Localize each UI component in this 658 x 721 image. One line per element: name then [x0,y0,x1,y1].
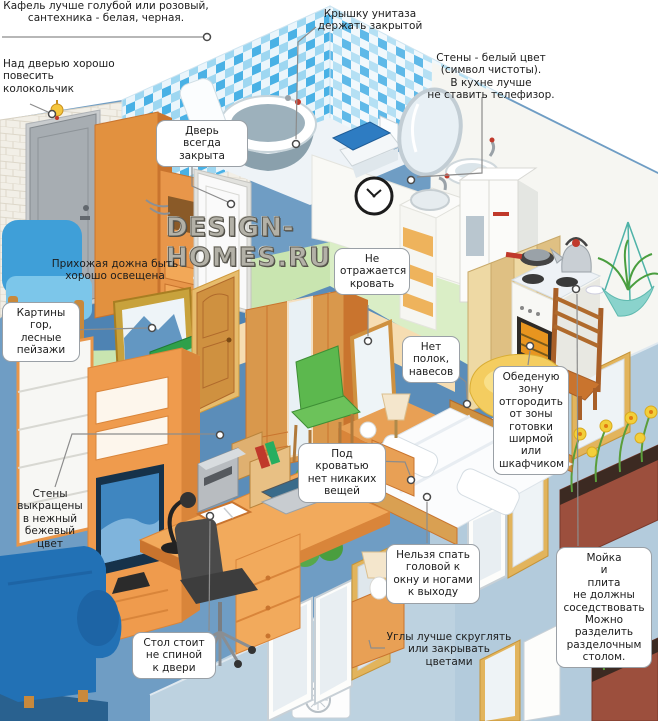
callout-beige-walls: Стены выкращены в нежный бежевый цвет [17,488,83,550]
callout-toilet-lid: Крышку унитаза держать закрытой [317,8,423,33]
callout-dots [47,32,581,521]
callout-bed-mirror: Не отражается кровать [334,248,410,296]
pillow [456,468,520,516]
kitchen-counter-sink [398,173,470,331]
bathroom-mirror [397,87,463,177]
callout-dining-zone: Обеденую зону отгородить от зоны готовки… [493,366,569,475]
callout-door-closed: Дверь всегда закрыта [156,120,248,168]
watermark: DESIGN-HOMES.RU [166,213,332,274]
callout-corners: Углы лучше скруглять или закрывать цвета… [386,631,512,668]
callout-white-walls: Стены - белый цвет (символ чистоты). В к… [427,52,555,102]
sofa [0,546,122,721]
callout-tiles: Кафель лучше голубой или розовый, сантех… [3,0,209,25]
callout-hallway-light: Прихожая дожна быть хорошо освещена [51,258,179,283]
callout-paintings: Картины гор, лесные пейзажи [2,302,80,362]
bedroom-door [191,269,240,417]
kettle [549,237,592,273]
callout-under-bed: Под кроватью нет никаких вещей [298,443,386,503]
wall-clock [354,176,394,216]
printer [197,447,246,513]
hanging-plant [597,221,658,317]
white-top-background [0,0,658,172]
bedroom-chair [291,345,361,468]
office-chair [174,518,258,668]
window [467,351,631,721]
callout-sleep-direction: Нельзя спать головой к окну и ногами к в… [386,544,480,604]
callout-no-shelves: Нет полок, навесов [402,336,460,384]
callout-desk-position: Стол стоит не спиной к двери [132,632,216,680]
callout-doorbell: Над дверью хорошо повесить колокольчик [3,58,115,95]
callout-sink-stove: Мойка и плита не должны соседствовать Мо… [556,547,652,669]
